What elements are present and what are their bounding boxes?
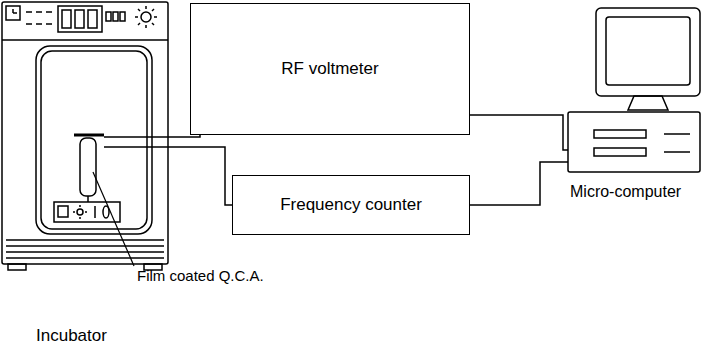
signal-wire xyxy=(104,135,200,137)
incubator: Incubator Film coated Q.C.A. xyxy=(0,0,172,354)
signal-wire xyxy=(470,162,568,205)
computer: Micro-computer xyxy=(560,5,702,205)
qca-holder: Film coated Q.C.A. xyxy=(76,133,104,195)
signal-wire xyxy=(104,147,232,205)
computer-icon xyxy=(568,8,700,172)
signal-wire xyxy=(470,115,568,150)
instrument-box: Frequency counter xyxy=(232,175,470,235)
node-label: RF voltmeter xyxy=(281,59,378,79)
qca-crystal xyxy=(74,135,104,202)
node-label: Micro-computer xyxy=(570,183,681,201)
instrument-box: RF voltmeter xyxy=(190,3,470,135)
leader-line xyxy=(93,172,134,266)
node-label: Frequency counter xyxy=(280,195,422,215)
incubator-cabinet xyxy=(2,2,168,270)
node-label: Film coated Q.C.A. xyxy=(137,267,264,284)
node-label: Incubator xyxy=(36,326,107,346)
